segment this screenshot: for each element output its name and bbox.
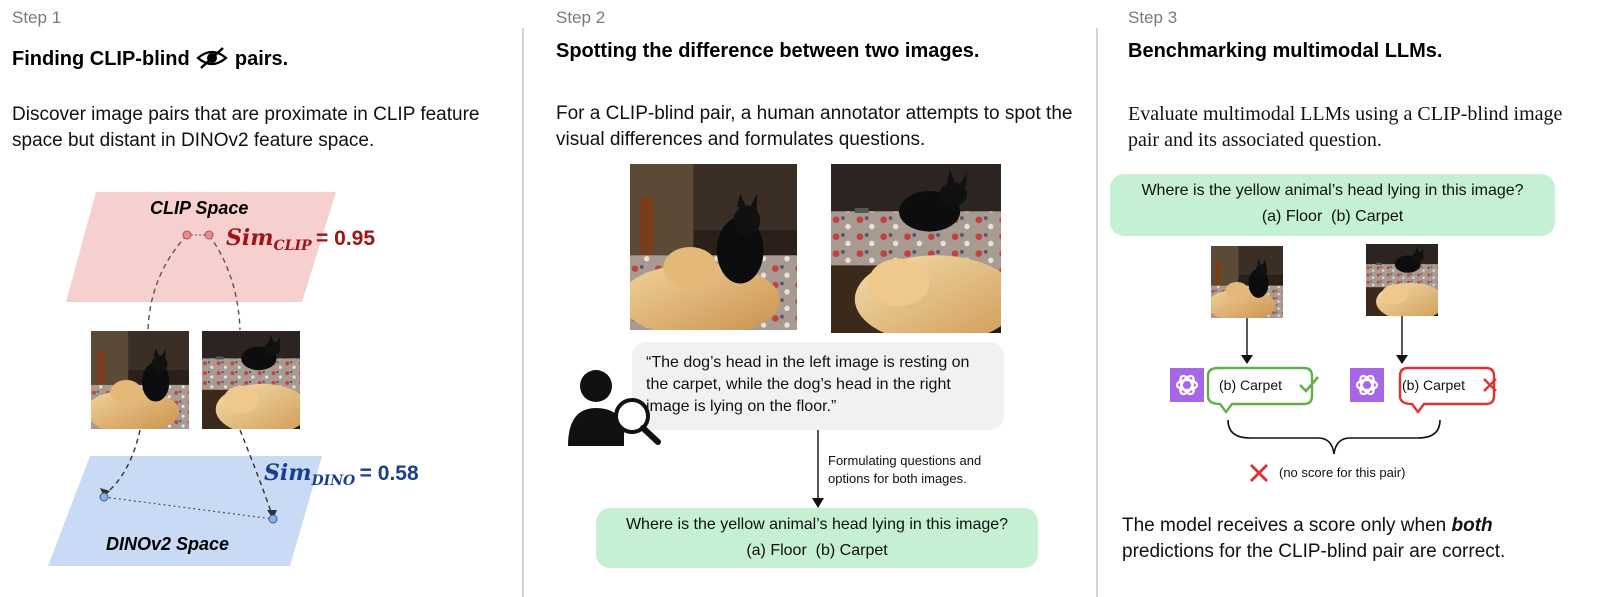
step2-image-right (831, 164, 1001, 333)
sim-clip-name: Sim (226, 225, 274, 251)
step2-description: For a CLIP-blind pair, a human annotator… (556, 103, 1073, 150)
sim-dino-name: Sim (264, 460, 312, 486)
step3-description: Evaluate multimodal LLMs using a CLIP-bl… (1128, 103, 1563, 151)
step2-label: Step 2 (556, 8, 606, 27)
sim-dino-label: SimDINO = 0.58 (264, 460, 419, 489)
step1-image-left (91, 331, 189, 429)
annotator-quote: “The dog’s head in the left image is res… (646, 354, 970, 415)
step2-question: Where is the yellow animal’s head lying … (625, 516, 1009, 533)
step1-title-pre: Finding CLIP-blind (12, 48, 190, 70)
annotator-icon (568, 370, 661, 446)
step3-evaluation-graphic (1206, 316, 1496, 455)
sim-dino-sub: DINO (311, 473, 356, 489)
embedding-space-diagram (48, 192, 336, 566)
step1-image-right (202, 331, 300, 429)
step3-image-left (1211, 246, 1283, 318)
sim-clip-label: SimCLIP = 0.95 (226, 225, 375, 254)
step3-options: (a) Floor (b) Carpet (1261, 208, 1404, 225)
step3-conclusion: The model receives a score only when bot… (1122, 513, 1592, 565)
step3-question: Where is the yellow animal’s head lying … (1141, 182, 1524, 199)
combine-brace (1227, 419, 1441, 455)
step3-title: Benchmarking multimodal LLMs. (1128, 40, 1443, 62)
step2-question-box: Where is the yellow animal’s head lying … (596, 508, 1038, 568)
answer-bubble-right (1398, 366, 1496, 414)
step3-question-box: Where is the yellow animal’s head lying … (1110, 174, 1555, 236)
step2-flow-arrow (812, 430, 824, 508)
conclusion-post: predictions for the CLIP-blind pair are … (1122, 541, 1506, 562)
step2-options: (a) Floor (b) Carpet (746, 542, 888, 559)
no-score-cross-icon (1249, 463, 1269, 483)
answer-right-text: (b) Carpet (1402, 377, 1466, 393)
cross-icon (1483, 378, 1497, 392)
dino-right-link (239, 429, 273, 516)
step1-title: Finding CLIP-blind pairs. (12, 46, 288, 71)
dino-distance-line (103, 496, 274, 520)
answer-bubble-left (1206, 366, 1314, 414)
step2-image-left (630, 164, 797, 330)
dino-point-left (99, 492, 109, 502)
step3-image-right (1366, 244, 1438, 316)
step3-label: Step 3 (1128, 8, 1178, 27)
clip-point-left (182, 230, 192, 240)
step2-title: Spotting the difference between two imag… (556, 40, 980, 62)
divider-1 (522, 28, 524, 597)
clip-right-link (208, 234, 241, 331)
step1-label: Step 1 (12, 8, 62, 27)
eye-slash-icon (195, 46, 229, 70)
clip-space-plane (66, 192, 336, 302)
conclusion-emphasis: both (1451, 515, 1493, 536)
sim-clip-sub: CLIP (273, 238, 312, 254)
clip-space-label: CLIP Space (150, 198, 249, 218)
divider-2 (1096, 28, 1098, 597)
conclusion-pre: The model receives a score only when (1122, 515, 1452, 536)
answer-left-text: (b) Carpet (1219, 377, 1283, 393)
step2-arrow-note: Formulating questions and options for bo… (828, 453, 982, 486)
chatgpt-icon-right (1350, 368, 1384, 402)
sim-clip-value: = 0.95 (316, 227, 376, 250)
clip-point-right (204, 230, 214, 240)
dino-point-right (268, 514, 278, 524)
clip-left-link (147, 234, 188, 331)
dino-space-label: DINOv2 Space (106, 534, 230, 554)
step1-title-post: pairs. (234, 48, 289, 70)
no-score-text: (no score for this pair) (1279, 465, 1406, 480)
annotator-speech-bubble: “The dog’s head in the left image is res… (632, 342, 1004, 430)
step1-description: Discover image pairs that are proximate … (12, 104, 480, 151)
check-icon (1299, 376, 1319, 393)
sim-dino-value: = 0.58 (359, 462, 419, 485)
chatgpt-icon-left (1170, 368, 1204, 402)
